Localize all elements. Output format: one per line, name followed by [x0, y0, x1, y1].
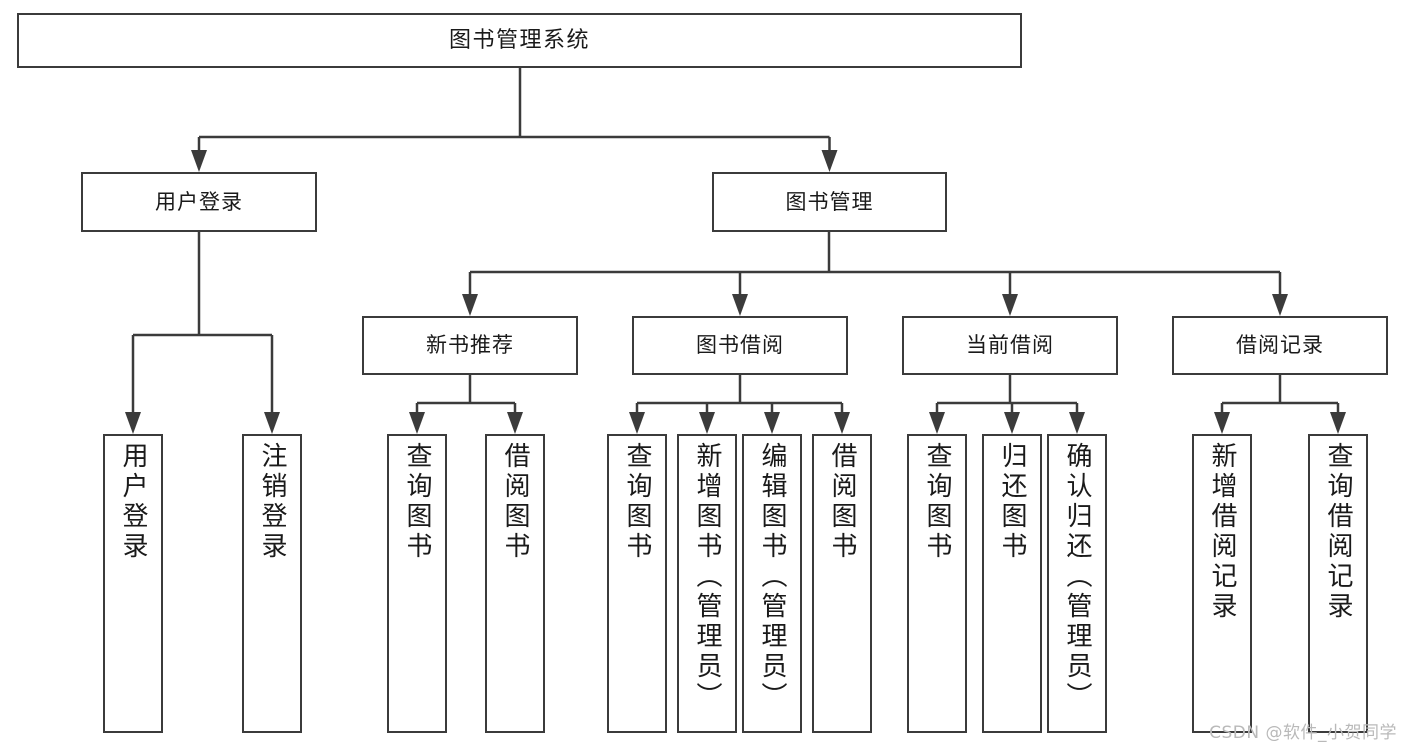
node-label: 借阅记录	[1236, 333, 1324, 358]
node-bookmgmt[interactable]: 图书管理	[712, 172, 947, 232]
node-label: 查询图书	[622, 442, 652, 562]
arrow-icon-leaf-cur-return	[1004, 412, 1020, 434]
node-label: 图书管理	[785, 189, 874, 214]
arrow-icon-leaf-new-query	[409, 412, 425, 434]
node-leaf-br-add[interactable]: 新增图书（管理员）	[677, 434, 737, 733]
node-label: 用户登录	[155, 189, 243, 214]
node-newbook[interactable]: 新书推荐	[362, 316, 578, 375]
node-leaf-user-logout[interactable]: 注销登录	[242, 434, 302, 733]
node-leaf-br-edit[interactable]: 编辑图书（管理员）	[742, 434, 802, 733]
arrow-icon-leaf-user-login	[125, 412, 141, 434]
arrow-icon-records	[1272, 294, 1288, 316]
node-current[interactable]: 当前借阅	[902, 316, 1118, 375]
arrow-icon-login	[191, 150, 207, 172]
node-leaf-new-borrow[interactable]: 借阅图书	[485, 434, 545, 733]
node-leaf-rec-query[interactable]: 查询借阅记录	[1308, 434, 1368, 733]
arrow-icon-newbook	[462, 294, 478, 316]
node-leaf-br-query[interactable]: 查询图书	[607, 434, 667, 733]
node-label: 查询借阅记录	[1323, 442, 1353, 622]
node-label: 确认归还（管理员）	[1062, 442, 1092, 712]
node-login[interactable]: 用户登录	[81, 172, 317, 232]
node-label: 新增图书（管理员）	[692, 442, 722, 712]
arrow-icon-leaf-br-query	[629, 412, 645, 434]
node-label: 新增借阅记录	[1207, 442, 1237, 622]
node-label: 当前借阅	[966, 333, 1054, 358]
arrow-icon-current	[1002, 294, 1018, 316]
node-label: 查询图书	[922, 442, 952, 562]
arrow-icon-borrow	[732, 294, 748, 316]
node-label: 借阅图书	[500, 442, 530, 562]
node-label: 编辑图书（管理员）	[757, 442, 787, 712]
arrow-icon-leaf-rec-add	[1214, 412, 1230, 434]
node-label: 新书推荐	[426, 333, 514, 358]
node-label: 归还图书	[997, 442, 1027, 562]
node-label: 图书借阅	[696, 333, 784, 358]
node-label: 借阅图书	[827, 442, 857, 562]
arrow-icon-leaf-br-add	[699, 412, 715, 434]
node-leaf-rec-add[interactable]: 新增借阅记录	[1192, 434, 1252, 733]
node-borrow[interactable]: 图书借阅	[632, 316, 848, 375]
node-label: 图书管理系统	[448, 27, 590, 53]
node-root[interactable]: 图书管理系统	[17, 13, 1022, 68]
node-leaf-br-borrow[interactable]: 借阅图书	[812, 434, 872, 733]
node-leaf-cur-query[interactable]: 查询图书	[907, 434, 967, 733]
node-label: 注销登录	[257, 442, 287, 562]
node-leaf-cur-confirm[interactable]: 确认归还（管理员）	[1047, 434, 1107, 733]
arrow-icon-bookmgmt	[821, 150, 838, 172]
node-leaf-new-query[interactable]: 查询图书	[387, 434, 447, 733]
arrow-icon-leaf-rec-query	[1330, 412, 1346, 434]
arrow-icon-leaf-br-borrow	[834, 412, 850, 434]
arrow-icon-leaf-new-borrow	[507, 412, 523, 434]
arrow-icon-leaf-user-logout	[264, 412, 280, 434]
arrow-icon-leaf-cur-confirm	[1069, 412, 1085, 434]
arrow-icon-leaf-cur-query	[929, 412, 945, 434]
node-label: 查询图书	[402, 442, 432, 562]
node-label: 用户登录	[118, 442, 148, 562]
arrow-icon-leaf-br-edit	[764, 412, 780, 434]
node-records[interactable]: 借阅记录	[1172, 316, 1388, 375]
node-leaf-cur-return[interactable]: 归还图书	[982, 434, 1042, 733]
node-leaf-user-login[interactable]: 用户登录	[103, 434, 163, 733]
